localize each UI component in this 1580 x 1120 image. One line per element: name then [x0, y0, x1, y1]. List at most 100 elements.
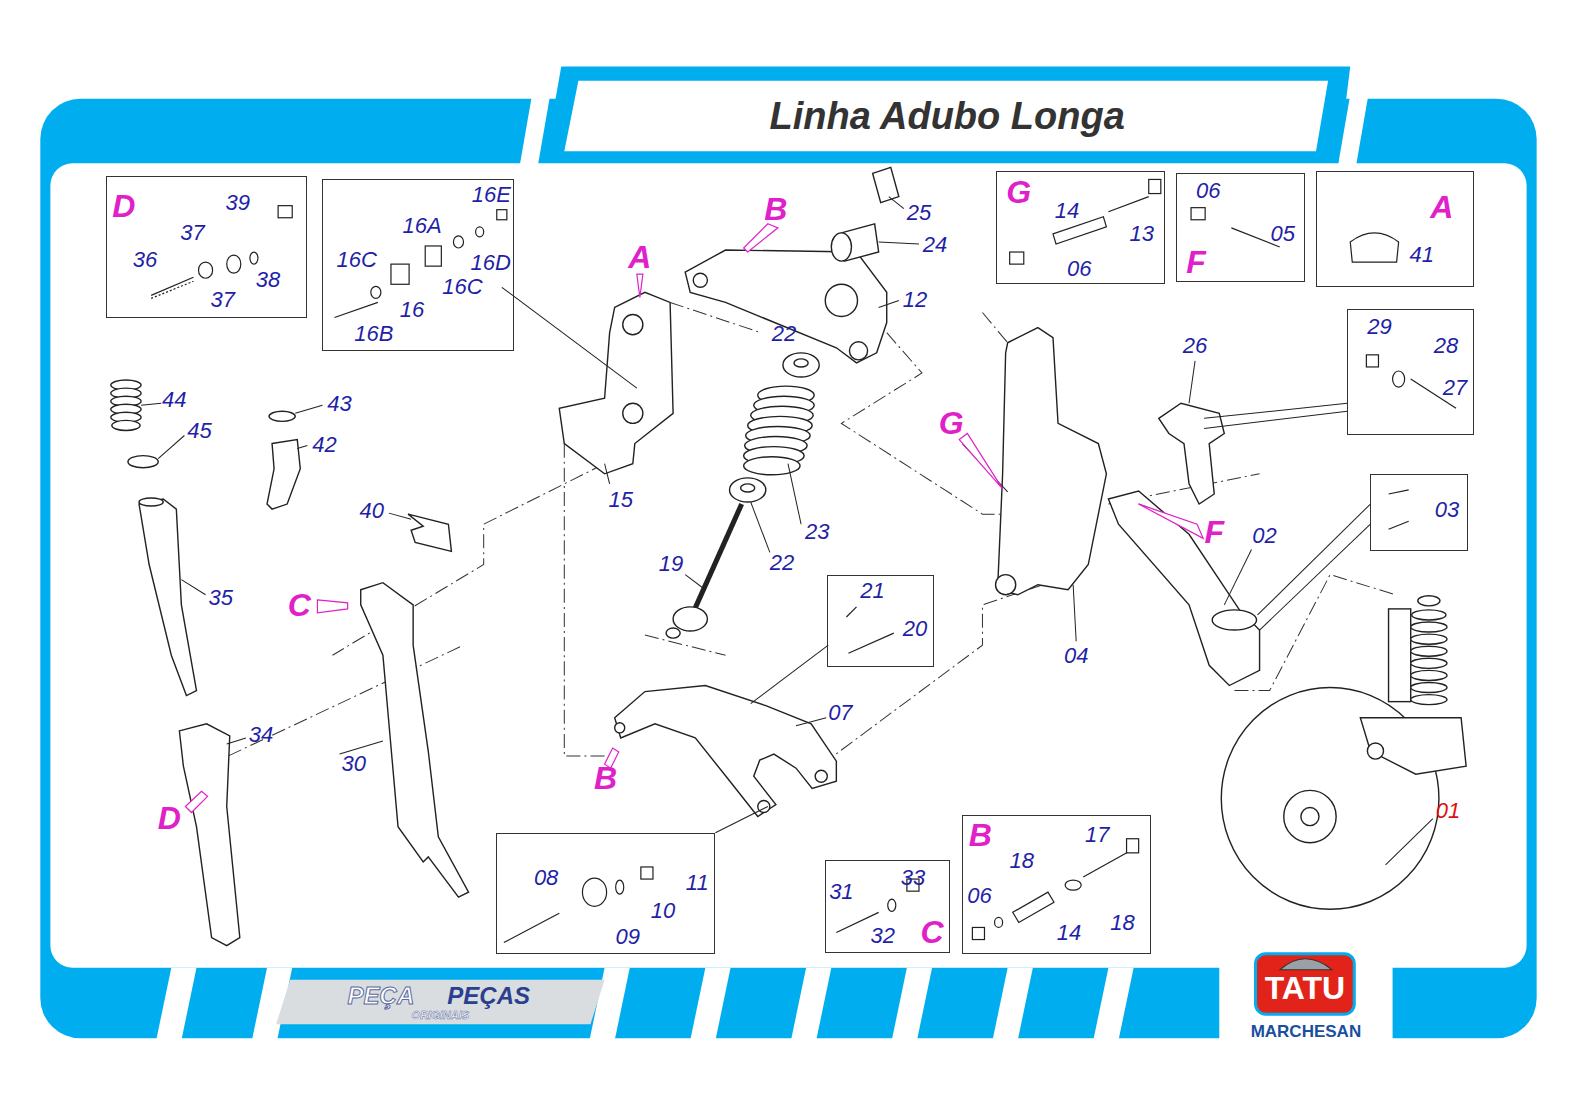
leader-lines: [389, 513, 411, 519]
detail-box: 2120: [827, 575, 934, 668]
part-drawings: [139, 498, 163, 506]
leader-lines: [295, 405, 322, 413]
callout-number: 27: [1443, 375, 1467, 401]
center-lines: [564, 444, 614, 757]
part-drawings: [1412, 610, 1446, 620]
callout-number: 37: [210, 287, 234, 313]
part-drawings: [666, 628, 680, 638]
box-contents: [641, 867, 653, 879]
pointer-arrows: [744, 224, 778, 252]
leader-lines: [751, 645, 829, 703]
bottom-stripes: [1219, 966, 1392, 1043]
callout-number: 26: [1183, 333, 1207, 359]
callout-number: 05: [1270, 221, 1294, 247]
leader-lines: [796, 718, 826, 726]
part-drawings: [1301, 807, 1319, 825]
view-letter: C: [288, 586, 311, 623]
box-contents: [1389, 521, 1409, 529]
callout-number: 44: [162, 387, 186, 413]
brand-logo-text: MARCHESAN: [1251, 1022, 1362, 1042]
box-contents: [151, 281, 193, 298]
part-drawings: [1411, 658, 1447, 668]
view-letter: B: [764, 190, 787, 227]
part-drawings: [996, 575, 1016, 595]
box-contents: [335, 302, 378, 317]
pointer-arrows: [317, 600, 347, 613]
callout-number: 25: [907, 200, 931, 226]
part-drawings: [1212, 610, 1256, 630]
center-lines: [645, 635, 726, 655]
pointer-arrows: [185, 224, 1203, 813]
part-drawings: [849, 342, 867, 360]
brand-logo-text: TATU: [1265, 969, 1346, 1006]
leader-lines: [715, 806, 767, 832]
part-drawings: [744, 457, 800, 475]
bottom-stripes: [156, 968, 196, 1041]
detail-box: A41: [1316, 171, 1474, 287]
frame: [50, 163, 1526, 967]
center-lines: [806, 585, 1043, 777]
box-contents: [453, 236, 463, 248]
center-lines: [207, 302, 1396, 776]
callout-number: 09: [615, 924, 639, 950]
detail-box: G141306: [996, 171, 1165, 284]
box-contents: [1013, 892, 1054, 922]
part-drawings: [1367, 743, 1383, 759]
logo: [1280, 959, 1332, 970]
callout-number: 03: [1435, 497, 1459, 523]
part-drawings: [1411, 682, 1447, 692]
box-contents: [199, 262, 213, 278]
leader-lines: [879, 242, 919, 244]
part-drawings: [1411, 622, 1447, 632]
leader-lines: [1258, 504, 1371, 615]
box-contents: [227, 255, 241, 273]
part-drawings: [1411, 670, 1447, 680]
callout-number: 16: [400, 297, 424, 323]
box-contents: [151, 179, 1456, 942]
box-contents: [582, 878, 606, 906]
leader-lines: [502, 287, 637, 388]
detail-letter: D: [112, 187, 135, 224]
frame: [544, 67, 1350, 164]
callout-number: 22: [772, 321, 796, 347]
box-contents: [1350, 233, 1398, 262]
detail-letter: C: [921, 914, 944, 951]
leader-lines: [297, 446, 307, 449]
callout-number: 16C: [337, 247, 377, 273]
watermark-text: ORIGINAIS: [412, 1009, 469, 1021]
bottom-stripes: [892, 968, 932, 1041]
part-drawings: [179, 724, 239, 946]
leader-lines: [1073, 585, 1076, 641]
callout-number: 15: [608, 487, 632, 513]
callout-number: 16C: [442, 274, 482, 300]
view-letter: B: [594, 760, 617, 797]
part-drawings: [693, 273, 707, 287]
callout-number: 24: [923, 232, 947, 258]
leader-lines: [1224, 549, 1251, 604]
part-drawings: [111, 167, 1466, 945]
part-drawings: [1418, 596, 1440, 606]
callout-number: 34: [249, 722, 273, 748]
callout-number: 17: [1085, 822, 1109, 848]
logo: [1256, 954, 1355, 1014]
frame: [564, 81, 1328, 152]
box-contents: [497, 210, 507, 220]
callout-number: 06: [1067, 256, 1091, 282]
callout-number: 31: [829, 879, 853, 905]
part-drawings: [815, 770, 827, 782]
leader-lines: [1204, 411, 1347, 428]
box-contents: [995, 917, 1003, 927]
detail-letter: F: [1186, 243, 1206, 280]
bottom-stripes: [156, 966, 1392, 1043]
part-drawings: [361, 583, 469, 898]
callout-number: 02: [1252, 523, 1276, 549]
box-contents: [1191, 208, 1205, 220]
frame: [40, 99, 1536, 1039]
part-drawings: [623, 403, 643, 423]
detail-box: 0605F: [1176, 173, 1305, 282]
part-drawings: [559, 292, 673, 473]
part-drawings: [794, 359, 808, 367]
part-drawings: [1411, 695, 1447, 705]
part-drawings: [408, 514, 451, 551]
callout-number: 22: [770, 550, 794, 576]
